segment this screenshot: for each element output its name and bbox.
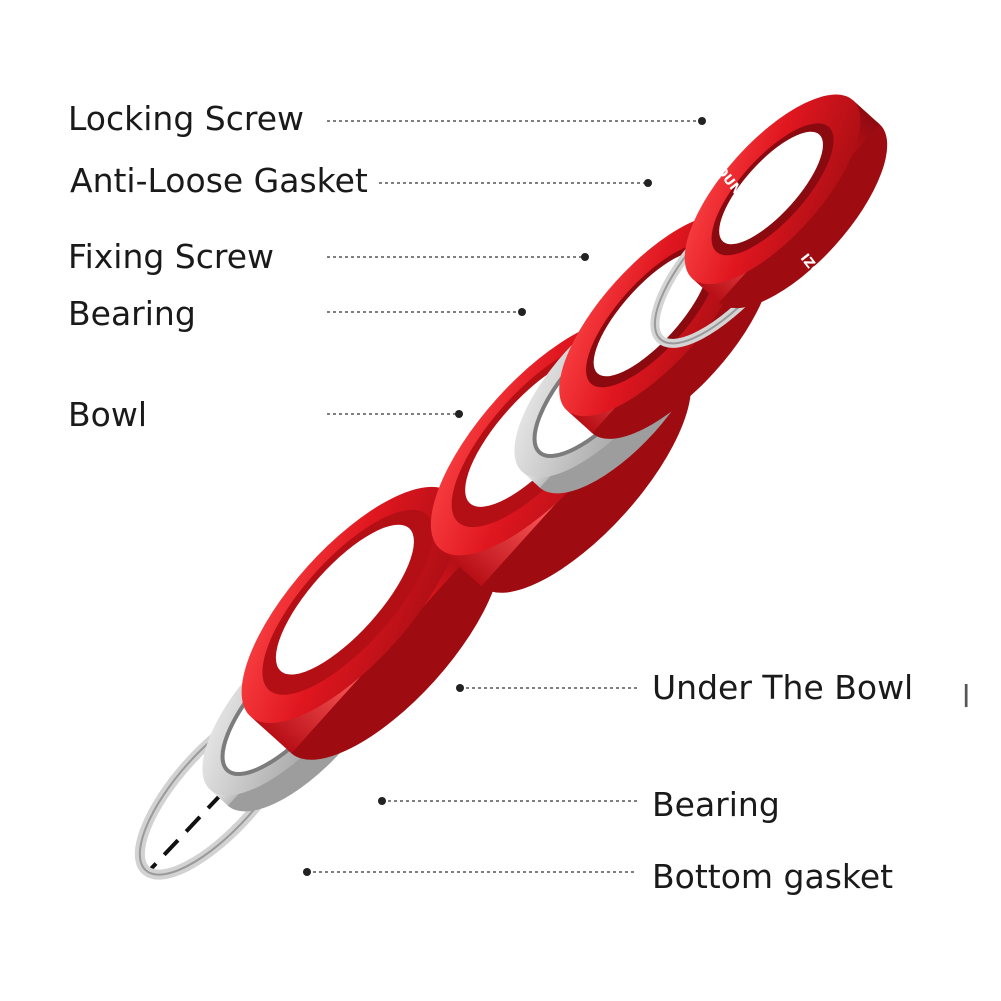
label-bowl: Bowl — [68, 395, 147, 434]
label-bottom-gasket: Bottom gasket — [652, 857, 894, 896]
label-anti-loose-gasket: Anti-Loose Gasket — [70, 161, 368, 200]
dot-bowl — [455, 410, 463, 418]
dot-under-the-bowl — [456, 684, 464, 692]
label-fixing-screw: Fixing Screw — [68, 237, 275, 276]
dot-fixing-screw — [581, 253, 589, 261]
dot-bearing-bottom — [378, 797, 386, 805]
dot-bottom-gasket — [303, 868, 311, 876]
label-locking-screw: Locking Screw — [68, 99, 304, 138]
dot-anti-loose-gasket — [644, 179, 652, 187]
label-bearing-top: Bearing — [68, 294, 196, 333]
dot-bearing-top — [518, 308, 526, 316]
dot-locking-screw — [698, 117, 706, 125]
label-bearing-bottom: Bearing — [652, 785, 780, 824]
locking-screw-part — [684, 94, 888, 309]
label-under-the-bowl: Under The Bowl — [652, 668, 914, 707]
partial-glyph: l — [962, 680, 971, 715]
under-the-bowl-part — [241, 486, 501, 760]
